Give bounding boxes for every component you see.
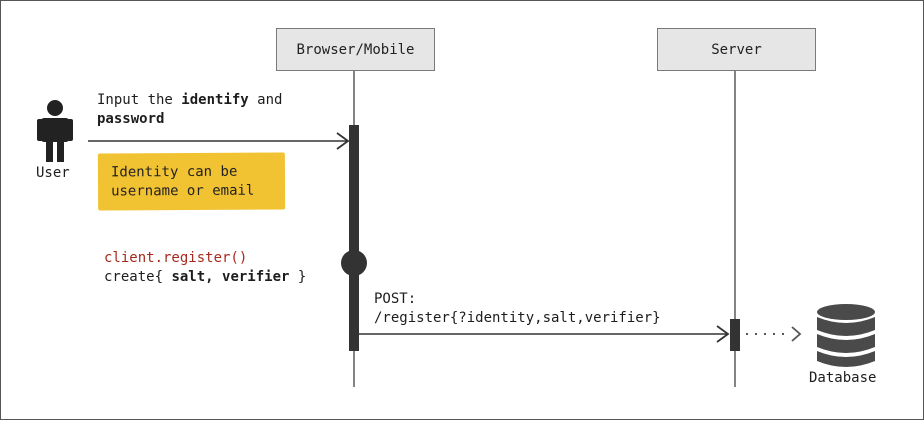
create-prefix: create{ (104, 269, 172, 285)
input-password: password (97, 111, 165, 127)
input-message-line-2: password (97, 110, 282, 129)
input-identify: identify (181, 92, 249, 108)
input-message-line-1: Input the identify and (97, 91, 282, 110)
identity-note: Identity can be username or email (97, 152, 286, 211)
input-and: and (248, 92, 283, 108)
database-label: Database (809, 370, 877, 386)
user-label: User (36, 165, 70, 181)
register-call-text: client.register() (104, 250, 248, 266)
participant-browser-mobile: Browser/Mobile (276, 28, 435, 71)
user-icon (37, 100, 73, 162)
database-icon (817, 304, 875, 367)
database-arrowhead (791, 326, 802, 342)
create-suffix: } (289, 269, 307, 285)
post-message-label: POST: /register{?identity,salt,verifier} (374, 290, 661, 328)
server-activation-bar (730, 319, 740, 351)
register-call-marker (341, 250, 367, 276)
input-prefix: Input the (97, 92, 182, 108)
input-arrowhead (336, 132, 350, 150)
note-line-1: Identity can be (110, 163, 238, 181)
register-message-label: client.register() create{ salt, verifier… (104, 249, 306, 287)
post-arrowhead (716, 325, 730, 343)
input-message-label: Input the identify and password (97, 91, 282, 129)
note-line-2: username or email (111, 182, 255, 200)
post-method: POST: (374, 291, 417, 307)
create-text: create{ salt, verifier } (104, 268, 306, 287)
create-salt-verifier: salt, verifier (171, 269, 290, 285)
browser-activation-bar (349, 125, 359, 351)
post-endpoint: /register{?identity,salt,verifier} (374, 310, 661, 326)
participant-server: Server (657, 28, 816, 71)
